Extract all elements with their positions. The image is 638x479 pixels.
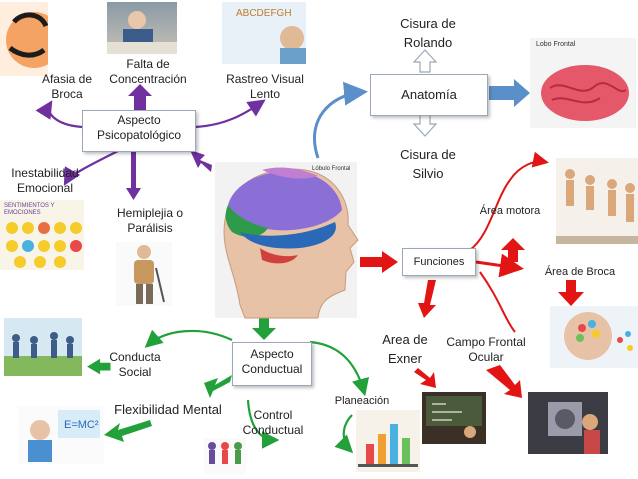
silvio-arrow [412, 113, 438, 137]
area-motora-label: Área motora [479, 205, 541, 217]
rastreo-visual-lento-label: Rastreo Visual Lento [226, 72, 304, 101]
area-de-broca-label: Área de Broca [544, 266, 616, 278]
campo-frontal-ocular-label: Campo Frontal Ocular [446, 335, 526, 364]
cisura-de-silvio-label: Cisura de Silvio [400, 147, 456, 181]
rastreo-visual-image: ABCDEFGH [222, 2, 306, 64]
anatomia-node: Anatomía [370, 74, 488, 116]
conducta-social-label: Conducta Social [109, 350, 161, 379]
lobo-frontal-image: Lobo Frontal [530, 38, 636, 128]
abc-board-text: ABCDEFGH [236, 8, 292, 19]
blue-right-arrow [489, 79, 530, 107]
green-connectors [144, 329, 370, 454]
afasia-de-broca-label: Afasia de Broca [41, 72, 93, 101]
red-arrow-broca-img [558, 280, 584, 306]
area-motora-image [556, 158, 638, 244]
control-conductual-label: Control Conductual [242, 408, 304, 437]
afasia-image [0, 2, 48, 76]
red-curve-lower [479, 271, 516, 333]
campo-frontal-ocular-image [528, 392, 608, 454]
rolando-arrow [412, 49, 438, 73]
green-arrow-flex-left [104, 420, 152, 442]
cisura-de-rolando-label: Cisura de Rolando [400, 16, 456, 50]
funciones-node: Funciones [402, 248, 476, 276]
falta-de-concentracion-label: Falta de Concentración [109, 57, 187, 86]
aspecto-conductual-node: Aspecto Conductual [232, 342, 312, 386]
purple-stem-down [131, 150, 136, 190]
red-arrow-exner-img [414, 368, 436, 388]
flexibilidad-mental-label: Flexibilidad Mental [114, 402, 222, 417]
green-arrow-flex [204, 375, 232, 398]
hemiplejia-o-paralisis-label: Hemiplejia o Parálisis [116, 206, 184, 235]
red-arrow-campo-img [486, 365, 522, 398]
emociones-image-text: SENTIMIENTOS Y EMOCIONES [4, 203, 55, 216]
red-curve-area-motora [469, 151, 549, 251]
purple-arrow-up [128, 84, 152, 110]
lobulo-frontal-caption: Lóbulo Frontal [312, 166, 351, 172]
central-head-illustration [215, 162, 359, 319]
aspecto-psicopatologico-node: Aspecto Psicopatológico [82, 110, 196, 152]
emociones-image: SENTIMIENTOS Y EMOCIONES [0, 200, 84, 270]
green-arrow-down [252, 318, 276, 340]
hemiplejia-image [116, 242, 172, 306]
red-arrow-exner [418, 280, 436, 318]
area-de-broca-image [550, 306, 638, 368]
red-arrow-motora-img [501, 238, 525, 262]
purple-arrow-to-box [190, 150, 212, 172]
exner-image [422, 392, 486, 444]
lobo-frontal-caption: Lobo Frontal [536, 41, 576, 48]
conducta-social-image [4, 318, 82, 376]
purple-arrow-down [126, 188, 141, 200]
concentracion-image [107, 2, 177, 54]
green-arrow-social [87, 358, 111, 375]
svg-text:E=MC²: E=MC² [64, 419, 99, 431]
flexibilidad-image: E=MC² [18, 406, 104, 464]
purple-connectors [35, 99, 266, 186]
red-arrow-to-funciones [360, 251, 398, 273]
planeacion-label: Planeación [334, 395, 390, 407]
inestabilidad-emocional-label: Inestabilidad Emocional [11, 166, 79, 195]
red-line-area-broca [475, 253, 524, 278]
planeacion-image [356, 410, 420, 472]
area-de-exner-label: Area de Exner [382, 332, 428, 366]
control-conductual-image [204, 438, 246, 474]
blue-curve [312, 81, 368, 159]
